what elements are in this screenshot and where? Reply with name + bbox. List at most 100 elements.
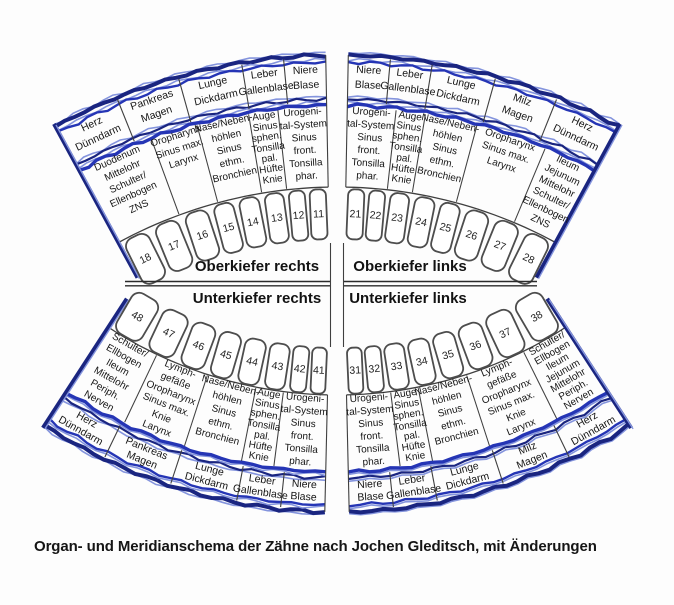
fan-edge-line (55, 124, 141, 280)
arc-line (347, 390, 609, 474)
teeth-arc-line (107, 326, 328, 396)
teeth-arc-line (118, 186, 329, 244)
arc-line (62, 395, 326, 480)
zone-divider (386, 110, 397, 189)
tooth-number: 23 (390, 211, 403, 225)
tooth-number: 12 (292, 209, 305, 222)
organ-zone-label: Sinus (394, 397, 420, 412)
meridian-label: Niere (291, 478, 317, 492)
meridian-band: NiereBlaseLeberGallenblaseLungeDickdarmM… (357, 409, 618, 508)
tooth-number: 26 (464, 228, 479, 243)
zone-divider (277, 110, 288, 189)
fan-edge-line (345, 55, 349, 188)
arc-line (347, 100, 597, 170)
organ-zone-label: Hüfte (248, 439, 274, 454)
tooth-34: 34 (407, 337, 437, 386)
organ-zone: Urogeni-tal-SystemSinusfront.Tonsillapha… (280, 391, 328, 468)
tooth-46: 46 (180, 321, 217, 371)
tooth-27: 27 (480, 219, 519, 272)
organ-zone-label: Knie (248, 450, 270, 464)
organ-zone-label: Bronchien (434, 426, 480, 448)
arc-line (349, 425, 631, 516)
section-divider (283, 59, 289, 105)
organ-zone-label: Sinus (396, 120, 422, 134)
section-divider (553, 425, 570, 458)
arc-line (346, 102, 596, 173)
organ-zone-label: Auge (398, 109, 423, 123)
organ-zone-label: front. (360, 430, 384, 443)
tooth-37: 37 (485, 308, 526, 358)
tooth-outline (180, 321, 217, 371)
tooth-outline (480, 219, 519, 272)
arc-line (46, 420, 326, 509)
tooth-number: 21 (349, 208, 361, 220)
fan-edge-line (345, 394, 350, 512)
organ-zone-label: Hüfte (259, 162, 285, 176)
tooth-number: 16 (195, 228, 210, 243)
tooth-15: 15 (213, 201, 244, 254)
tooth-outline (148, 308, 189, 358)
arc-line (348, 420, 628, 510)
organ-zone-label: pal. (261, 152, 278, 165)
tooth-outline (288, 189, 310, 242)
tooth-23: 23 (384, 192, 410, 245)
zone-divider (514, 148, 546, 222)
organ-zone-label: Sinus (290, 417, 316, 430)
tooth-36: 36 (457, 321, 494, 371)
fan-edge-line (325, 55, 329, 188)
tooth-outline (406, 196, 436, 249)
fan-edge-line (534, 122, 622, 279)
zone-divider (151, 139, 180, 215)
organ-zone-label: front. (357, 145, 380, 157)
tooth-number: 38 (529, 309, 545, 325)
section-divider (430, 465, 438, 501)
tooth-number: 13 (270, 211, 283, 225)
organ-zone-label: Tonsilla (356, 443, 391, 457)
tooth-number: 14 (246, 215, 260, 229)
fan-edge-line (537, 124, 623, 280)
section-divider (170, 450, 183, 484)
organ-zone-label: front. (290, 430, 314, 443)
section-divider (104, 425, 121, 458)
organ-zone-label: pal. (403, 429, 421, 442)
organ-zone-label: Sinus (431, 141, 458, 157)
tooth-outline (264, 192, 290, 245)
organ-zone-label: Auge (256, 387, 281, 402)
organ-zone-label: Hüfte (390, 162, 416, 176)
arc-line (348, 57, 617, 132)
arc-line (57, 60, 327, 133)
meridian-label: Leber (398, 472, 427, 488)
tooth-number: 36 (468, 338, 483, 353)
organ-zone-label: phar. (289, 456, 312, 469)
meridian-label: Niere (356, 64, 382, 77)
meridian-label: Leber (248, 472, 277, 488)
tooth-number: 11 (313, 208, 325, 220)
meridian-label: Blase (293, 79, 320, 92)
organ-zone-label: Knie (262, 173, 284, 187)
tooth-outline (309, 346, 328, 395)
zone-divider (411, 114, 426, 193)
section-divider (424, 64, 433, 110)
tooth-outline (308, 188, 329, 241)
organ-zone-label: tal-System (280, 404, 328, 419)
tooth-35: 35 (432, 331, 465, 380)
meridian-label: Leber (250, 66, 279, 81)
arc-line (78, 102, 327, 173)
organ-zone-label: sphen. (392, 130, 423, 145)
section-divider (491, 450, 504, 484)
tooth-number: 37 (498, 325, 514, 341)
tooth-44: 44 (237, 337, 267, 386)
tooth-outline (430, 201, 461, 254)
organ-zone-label: Urogeni- (352, 106, 391, 119)
